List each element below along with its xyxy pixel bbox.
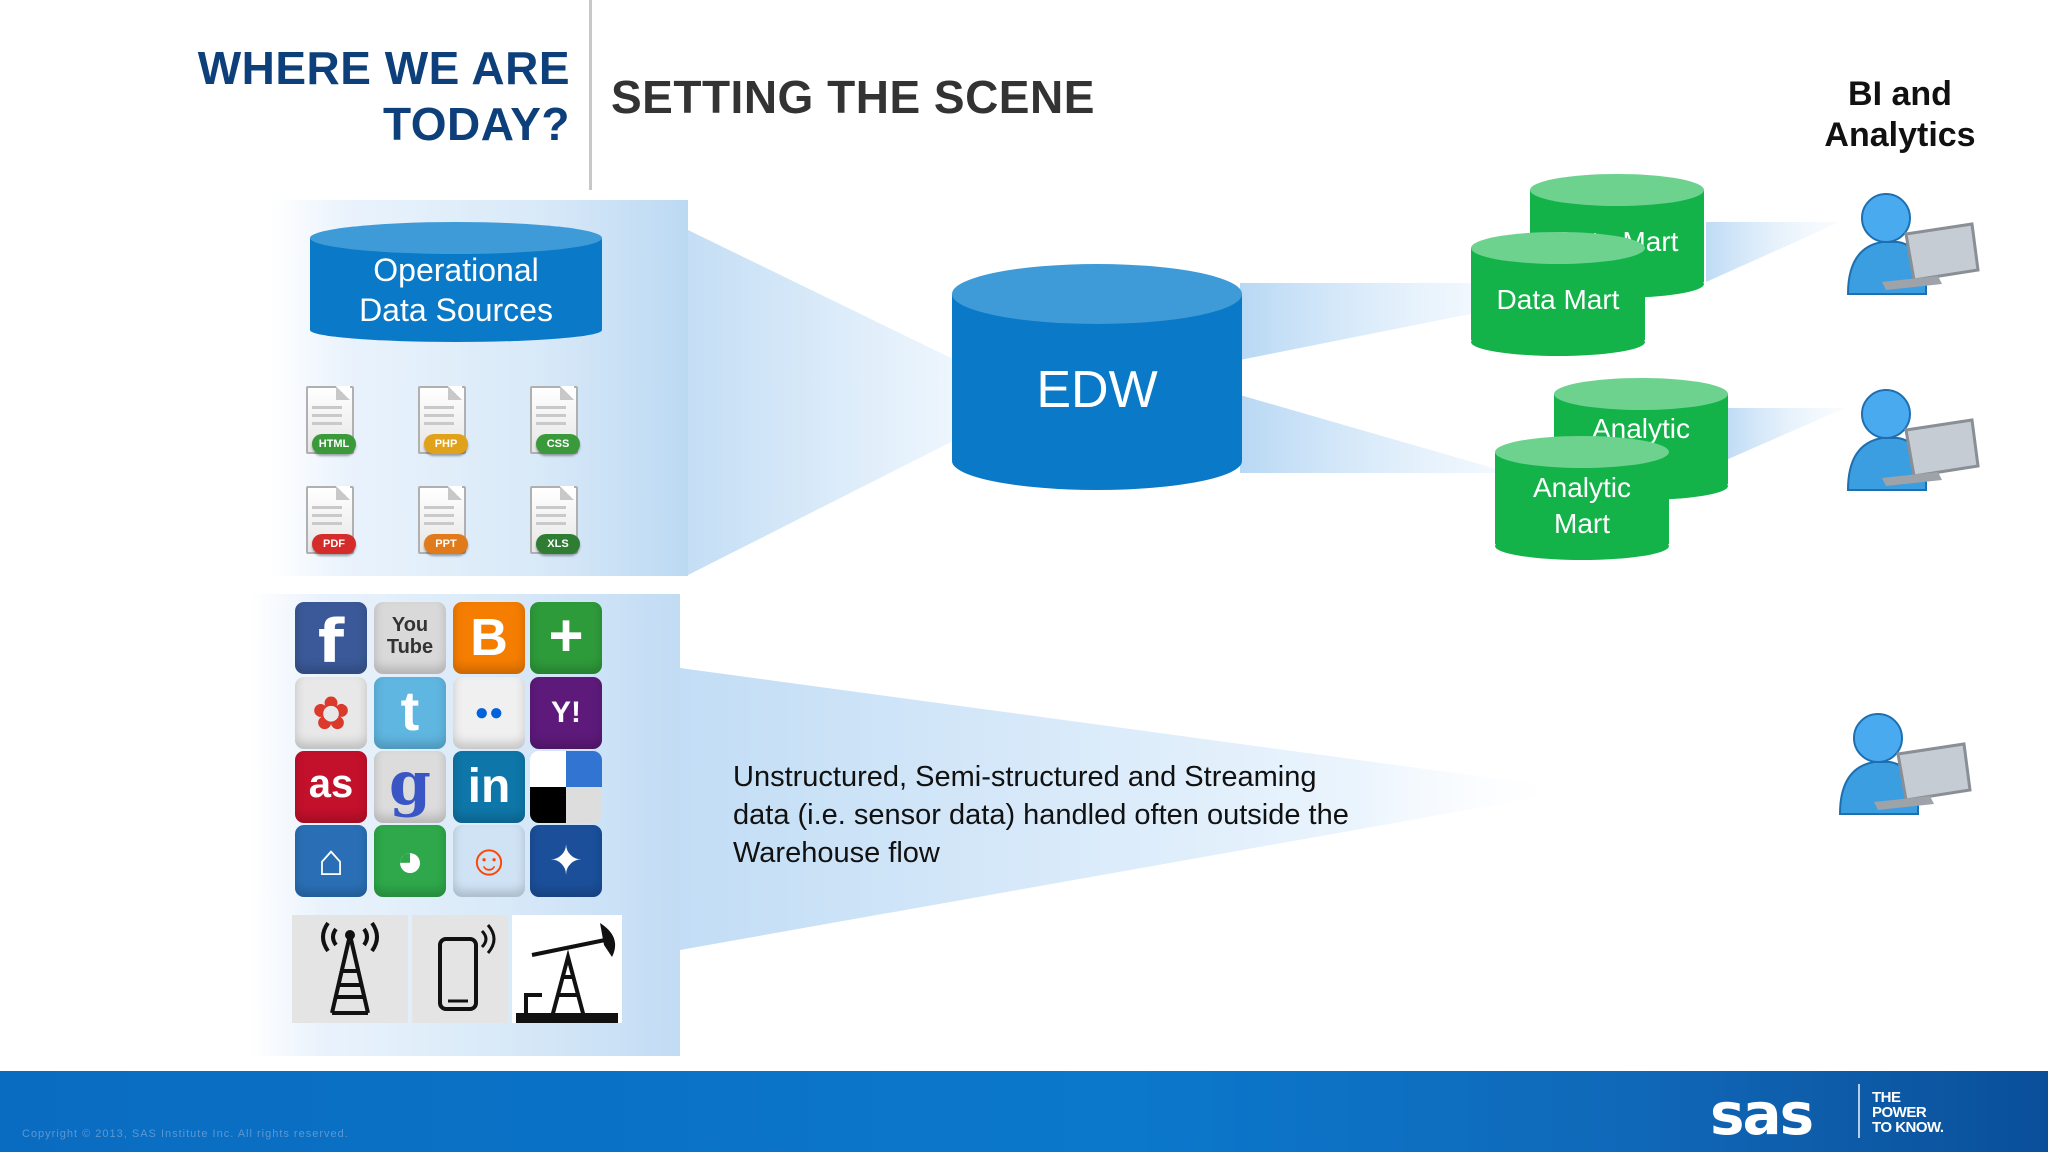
bi-user-icon-2: [1846, 389, 1980, 491]
css-badge: CSS: [536, 434, 580, 454]
slide-title: SETTING THE SCENE: [611, 71, 1095, 123]
bi-label-line1: BI and: [1848, 75, 1952, 113]
logo-divider: [1858, 1084, 1860, 1138]
html-badge: HTML: [312, 434, 356, 454]
php-file-icon: PHP: [412, 384, 472, 460]
mobile-phone-icon: [438, 924, 496, 1011]
pdf-file-icon: PDF: [300, 484, 360, 560]
analytic-mart-front-cylinder: Analytic Mart: [1495, 436, 1669, 560]
header-divider: [589, 0, 592, 190]
php-badge: PHP: [424, 434, 468, 454]
section-title: WHERE WE ARE TODAY?: [100, 40, 570, 152]
tagline: THE POWER TO KNOW.: [1872, 1090, 1952, 1135]
oil-pump-icon: [516, 923, 618, 1023]
lastfm-icon: as: [295, 751, 367, 823]
picasa-icon: ✿: [295, 677, 367, 749]
twitter-icon: t: [374, 677, 446, 749]
edw-cylinder: EDW: [952, 264, 1242, 490]
network-icon: ⌂: [295, 825, 367, 897]
analytic-front-line2: Mart: [1554, 508, 1610, 539]
cell-tower-tile: [292, 915, 408, 1023]
flow-sources-to-edw: [688, 230, 955, 575]
cell-tower-icon: [321, 921, 379, 1015]
sas-logo: sas: [1710, 1080, 1814, 1148]
xls-file-icon: XLS: [524, 484, 584, 560]
oil-pump-tile: [512, 915, 622, 1023]
flow-edw-to-datamart: [1240, 283, 1480, 360]
bi-user-icon-1: [1846, 193, 1980, 295]
pdf-badge: PDF: [312, 534, 356, 554]
caption-line2: data (i.e. sensor data) handled often ou…: [733, 799, 1349, 831]
bi-user-icon-3: [1838, 713, 1972, 815]
operational-data-sources-cylinder: Operational Data Sources: [310, 222, 602, 342]
data-mart-front-cylinder: Data Mart: [1471, 232, 1645, 356]
delicious-icon: [530, 751, 602, 823]
myspace-icon: ✦: [530, 825, 602, 897]
linkedin-icon: in: [453, 751, 525, 823]
ods-line1: Operational: [373, 252, 539, 288]
ppt-badge: PPT: [424, 534, 468, 554]
bi-analytics-label: BI and Analytics: [1790, 74, 2010, 156]
reddit-icon: ☺: [453, 825, 525, 897]
analytic-front-line1: Analytic: [1532, 472, 1632, 503]
html-file-icon: HTML: [300, 384, 360, 460]
flow-analytic-to-user: [1726, 408, 1845, 460]
ppt-file-icon: PPT: [412, 484, 472, 560]
caption-line3: Warehouse flow: [733, 837, 940, 869]
data-mart-front-label: Data Mart: [1496, 284, 1620, 315]
section-title-line2: TODAY?: [382, 98, 570, 150]
footer-bar: [0, 1071, 2048, 1152]
bi-label-line2: Analytics: [1824, 116, 1976, 154]
xls-badge: XLS: [536, 534, 580, 554]
caption-line1: Unstructured, Semi-structured and Stream…: [733, 761, 1317, 793]
copyright-text: Copyright © 2013, SAS Institute Inc. All…: [22, 1128, 349, 1140]
tagline-line2: POWER: [1872, 1104, 1927, 1121]
edw-label: EDW: [1036, 361, 1158, 419]
section-title-line1: WHERE WE ARE: [197, 42, 570, 94]
google-icon: g: [374, 751, 446, 823]
facebook-icon: f: [295, 602, 367, 674]
flow-unstructured-to-user: [680, 668, 1580, 950]
tagline-line3: TO KNOW.: [1872, 1119, 1944, 1136]
youtube-icon: You Tube: [374, 602, 446, 674]
flickr-icon: ●●: [453, 677, 525, 749]
flow-edw-to-analytic: [1240, 395, 1500, 473]
chat-icon: ◕: [374, 825, 446, 897]
ods-line2: Data Sources: [359, 292, 553, 328]
unstructured-caption: Unstructured, Semi-structured and Stream…: [733, 758, 1453, 872]
yahoo-icon: Y!: [530, 677, 602, 749]
flow-datamart-to-user: [1706, 222, 1840, 282]
blogger-icon: B: [453, 602, 525, 674]
css-file-icon: CSS: [524, 384, 584, 460]
tagline-line1: THE: [1872, 1089, 1901, 1106]
mobile-phone-tile: [412, 915, 508, 1023]
google-plus-icon: +: [530, 602, 602, 674]
